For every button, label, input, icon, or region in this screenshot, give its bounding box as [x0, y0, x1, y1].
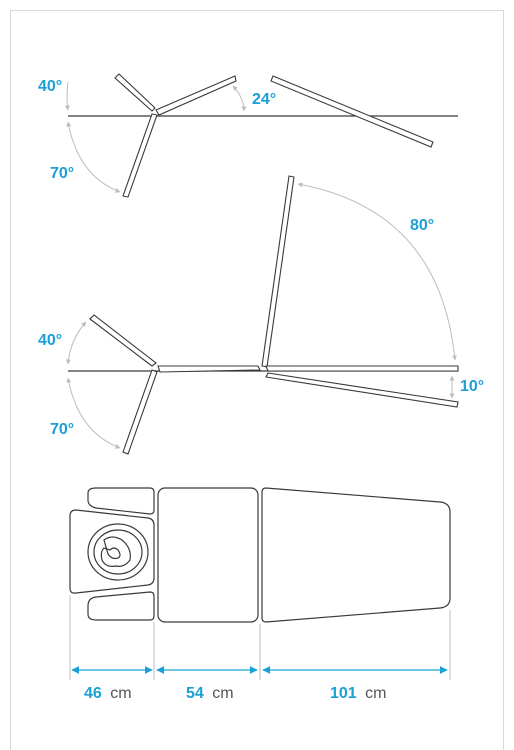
angle-label-back-down: 10° [460, 378, 484, 395]
head-segment-down [122, 113, 158, 198]
angle-arc-back-up [297, 182, 458, 361]
angle-arc-head-up [65, 321, 87, 365]
back-segment-flat [265, 365, 459, 372]
angle-arc-head-up [64, 81, 70, 111]
head-segment-up [114, 73, 156, 112]
dimension-label-3: 101 cm [330, 685, 386, 702]
tilt-diagram-1: 40° 70° 24° [38, 73, 458, 198]
head-segment-up [89, 314, 157, 367]
tilt-diagram-2: 40° 70° 80° 10° [38, 175, 484, 455]
angle-arc-head-down [66, 121, 121, 193]
head-segment-down [122, 369, 158, 455]
angle-label-foot: 24° [252, 91, 276, 108]
back-section [261, 487, 451, 623]
body-segment [155, 75, 237, 116]
angle-label-head-up: 40° [38, 78, 62, 95]
angle-arc-foot [232, 85, 247, 112]
face-hole-opening [100, 536, 131, 567]
back-segment-raised [261, 175, 295, 368]
dimension-unit: cm [365, 685, 386, 702]
dimension-label-2: 54 cm [186, 685, 234, 702]
angle-label-head-up: 40° [38, 332, 62, 349]
dimension-value: 101 [330, 685, 357, 702]
angle-label-head-down: 70° [50, 421, 74, 438]
seat-section [157, 487, 259, 623]
angle-label-back-up: 80° [410, 217, 434, 234]
armrest-top [87, 487, 155, 515]
dimension-value: 46 [84, 685, 102, 702]
dimension-value: 54 [186, 685, 204, 702]
dimension-unit: cm [110, 685, 131, 702]
dimension-label-1: 46 cm [84, 685, 132, 702]
diagram-frame [10, 10, 504, 750]
angle-label-head-down: 70° [50, 165, 74, 182]
angle-arc-head-down [66, 377, 121, 449]
table-top-view [69, 487, 451, 623]
seat-segment [157, 365, 261, 373]
armrest-bottom [87, 591, 155, 621]
back-segment-lowered [265, 372, 459, 408]
foot-segment [270, 75, 434, 148]
dimension-unit: cm [212, 685, 233, 702]
dimension-lines: 46 cm 54 cm 101 cm [69, 596, 451, 702]
